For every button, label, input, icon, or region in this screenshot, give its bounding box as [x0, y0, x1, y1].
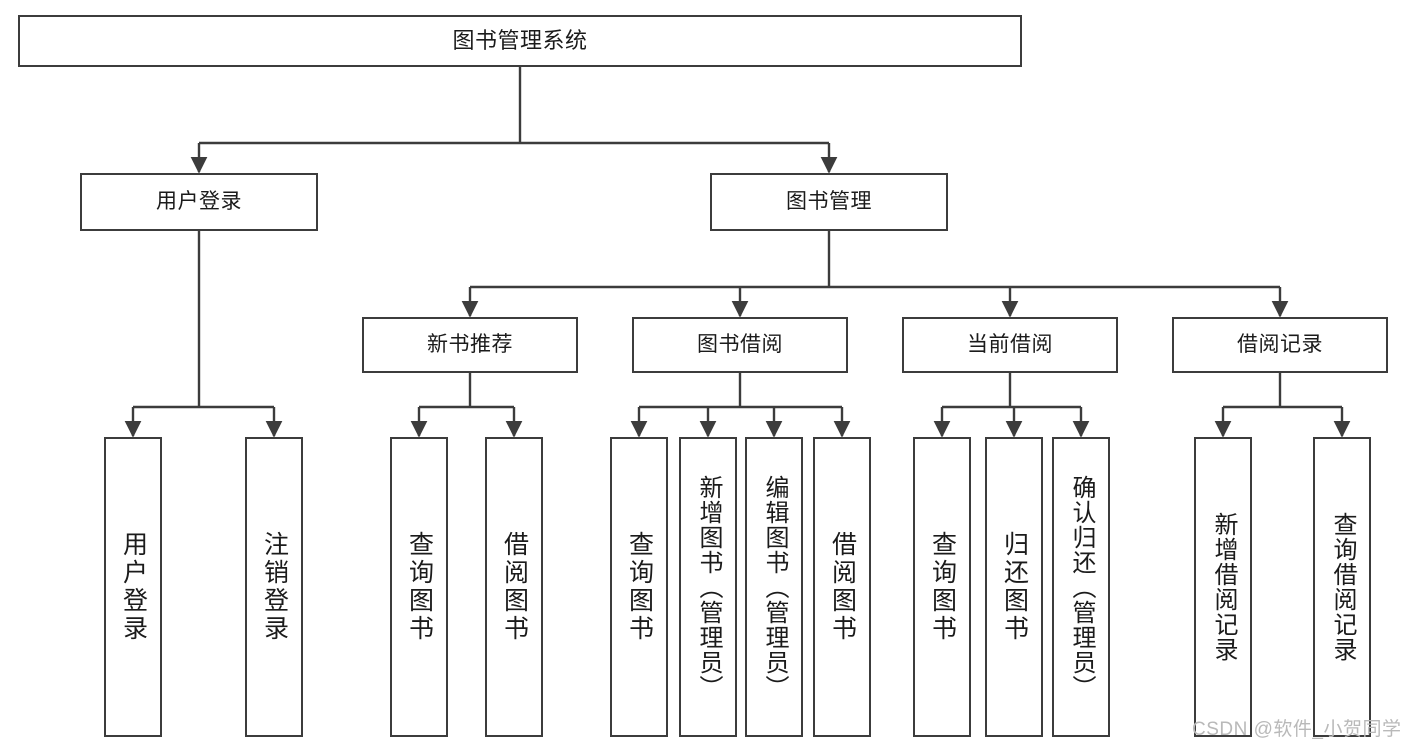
node-leaf13[interactable]: 查询借阅记录	[1313, 437, 1371, 737]
node-leaf8[interactable]: 借阅图书	[813, 437, 871, 737]
node-label: 图书管理系统	[452, 28, 588, 54]
watermark-text: CSDN @软件_小贺同学	[1192, 719, 1402, 740]
node-leaf10[interactable]: 归还图书	[985, 437, 1043, 737]
node-label: 图书借阅	[697, 332, 783, 356]
node-borrow[interactable]: 图书借阅	[632, 317, 848, 373]
node-root[interactable]: 图书管理系统	[18, 15, 1022, 67]
node-label: 注销登录	[260, 531, 289, 643]
node-newbook[interactable]: 新书推荐	[362, 317, 578, 373]
node-label: 查询图书	[928, 531, 957, 643]
node-bookmgmt[interactable]: 图书管理	[710, 173, 948, 231]
node-label: 图书管理	[786, 189, 872, 213]
node-leaf1[interactable]: 用户登录	[104, 437, 162, 737]
node-label: 查询图书	[625, 531, 654, 643]
node-leaf2[interactable]: 注销登录	[245, 437, 303, 737]
node-label: 新书推荐	[427, 332, 513, 356]
node-leaf3[interactable]: 查询图书	[390, 437, 448, 737]
node-label: 查询借阅记录	[1329, 512, 1356, 662]
node-label: 借阅图书	[500, 531, 529, 643]
node-label: 借阅记录	[1237, 332, 1323, 356]
node-leaf9[interactable]: 查询图书	[913, 437, 971, 737]
node-label: 用户登录	[156, 189, 242, 213]
node-label: 当前借阅	[967, 332, 1053, 356]
node-leaf4[interactable]: 借阅图书	[485, 437, 543, 737]
node-records[interactable]: 借阅记录	[1172, 317, 1388, 373]
node-label: 编辑图书（管理员）	[761, 474, 788, 700]
node-label: 归还图书	[1000, 531, 1029, 643]
node-current[interactable]: 当前借阅	[902, 317, 1118, 373]
node-label: 新增借阅记录	[1210, 512, 1237, 662]
node-label: 借阅图书	[828, 531, 857, 643]
node-label: 确认归还（管理员）	[1068, 474, 1095, 700]
node-leaf7[interactable]: 编辑图书（管理员）	[745, 437, 803, 737]
node-label: 用户登录	[119, 531, 148, 643]
node-label: 查询图书	[405, 531, 434, 643]
node-leaf6[interactable]: 新增图书（管理员）	[679, 437, 737, 737]
node-leaf12[interactable]: 新增借阅记录	[1194, 437, 1252, 737]
node-label: 新增图书（管理员）	[695, 474, 722, 700]
node-leaf11[interactable]: 确认归还（管理员）	[1052, 437, 1110, 737]
node-login[interactable]: 用户登录	[80, 173, 318, 231]
node-leaf5[interactable]: 查询图书	[610, 437, 668, 737]
